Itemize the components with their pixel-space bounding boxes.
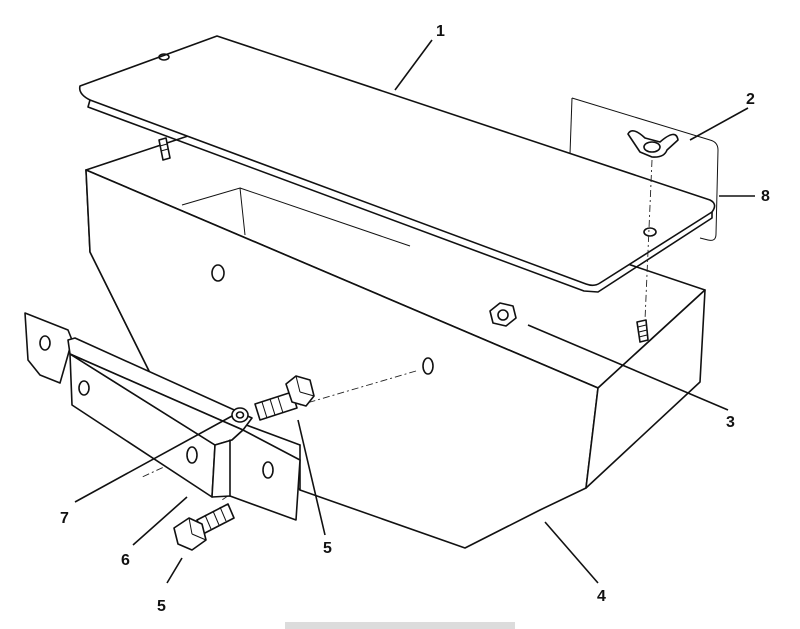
callout-6: 6 [121, 552, 130, 569]
leader-lines [74, 39, 755, 584]
wing-nut-part-2 [627, 130, 679, 158]
callout-1: 1 [436, 23, 445, 40]
stud-right [636, 319, 649, 343]
lid-part-1 [78, 35, 716, 293]
leader-4 [544, 521, 599, 584]
callout-7: 7 [60, 510, 69, 527]
cropped-caption-mark [285, 622, 515, 629]
mounting-hole [211, 264, 225, 282]
bracket-part-6 [24, 312, 301, 521]
leader-6 [132, 496, 188, 546]
leader-2 [689, 107, 749, 141]
leader-5b [166, 557, 183, 584]
leader-3 [527, 324, 729, 411]
callout-4: 4 [597, 588, 606, 605]
mounting-hole [422, 357, 434, 375]
stud-left [158, 137, 171, 161]
callout-5-lower: 5 [157, 598, 166, 615]
callout-8: 8 [761, 188, 770, 205]
leader-5a [297, 419, 326, 536]
lock-washer-part-7 [231, 407, 249, 423]
callout-3: 3 [726, 414, 735, 431]
bolt-upper-part-5 [254, 375, 315, 421]
bolt-lower-part-5 [173, 503, 235, 551]
nut-part-3 [489, 302, 517, 327]
leader-7 [74, 415, 233, 503]
gasket-part-8 [569, 97, 719, 241]
callout-5-upper: 5 [323, 540, 332, 557]
callout-labels: 1 2 3 4 5 5 6 7 8 [60, 23, 770, 615]
callout-2: 2 [746, 91, 755, 108]
leader-1 [394, 39, 433, 91]
